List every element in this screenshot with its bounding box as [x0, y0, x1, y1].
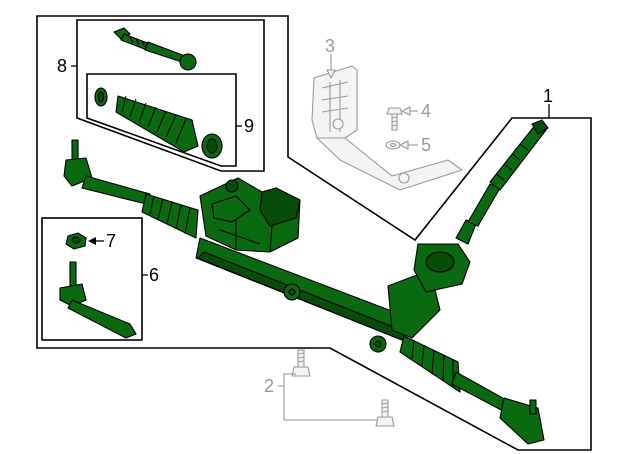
bolt-4-ghost [386, 107, 403, 131]
nut-part [65, 232, 87, 250]
arrow-5 [399, 140, 409, 150]
callout-9: 9 [244, 116, 254, 136]
callout-4: 4 [421, 101, 431, 121]
arrow-7 [88, 237, 96, 245]
main-assembly-frame [36, 15, 592, 451]
arrow-3 [326, 69, 336, 79]
callout-7: 7 [106, 231, 116, 251]
mounting-bracket-ghost [311, 65, 463, 191]
callout-3: 3 [325, 36, 335, 56]
boot-kit-part [94, 87, 223, 159]
callout-1: 1 [543, 86, 553, 106]
inner-tie-rod-frame [76, 19, 265, 172]
leader-2 [278, 373, 378, 421]
callout-6: 6 [149, 265, 159, 285]
outer-tie-rod-part [59, 261, 137, 339]
inner-tie-rod-part [113, 27, 197, 71]
bolt-2-upper-ghost [291, 349, 311, 377]
arrow-4 [401, 106, 411, 116]
callout-8: 8 [57, 56, 67, 76]
steering-gear-part [63, 119, 549, 445]
washer-5-ghost [385, 140, 401, 150]
callout-2: 2 [264, 376, 274, 396]
bolt-2-lower-ghost [375, 399, 395, 427]
boot-kit-frame [86, 73, 237, 167]
callout-5: 5 [421, 135, 431, 155]
outer-tie-rod-frame [41, 217, 143, 341]
